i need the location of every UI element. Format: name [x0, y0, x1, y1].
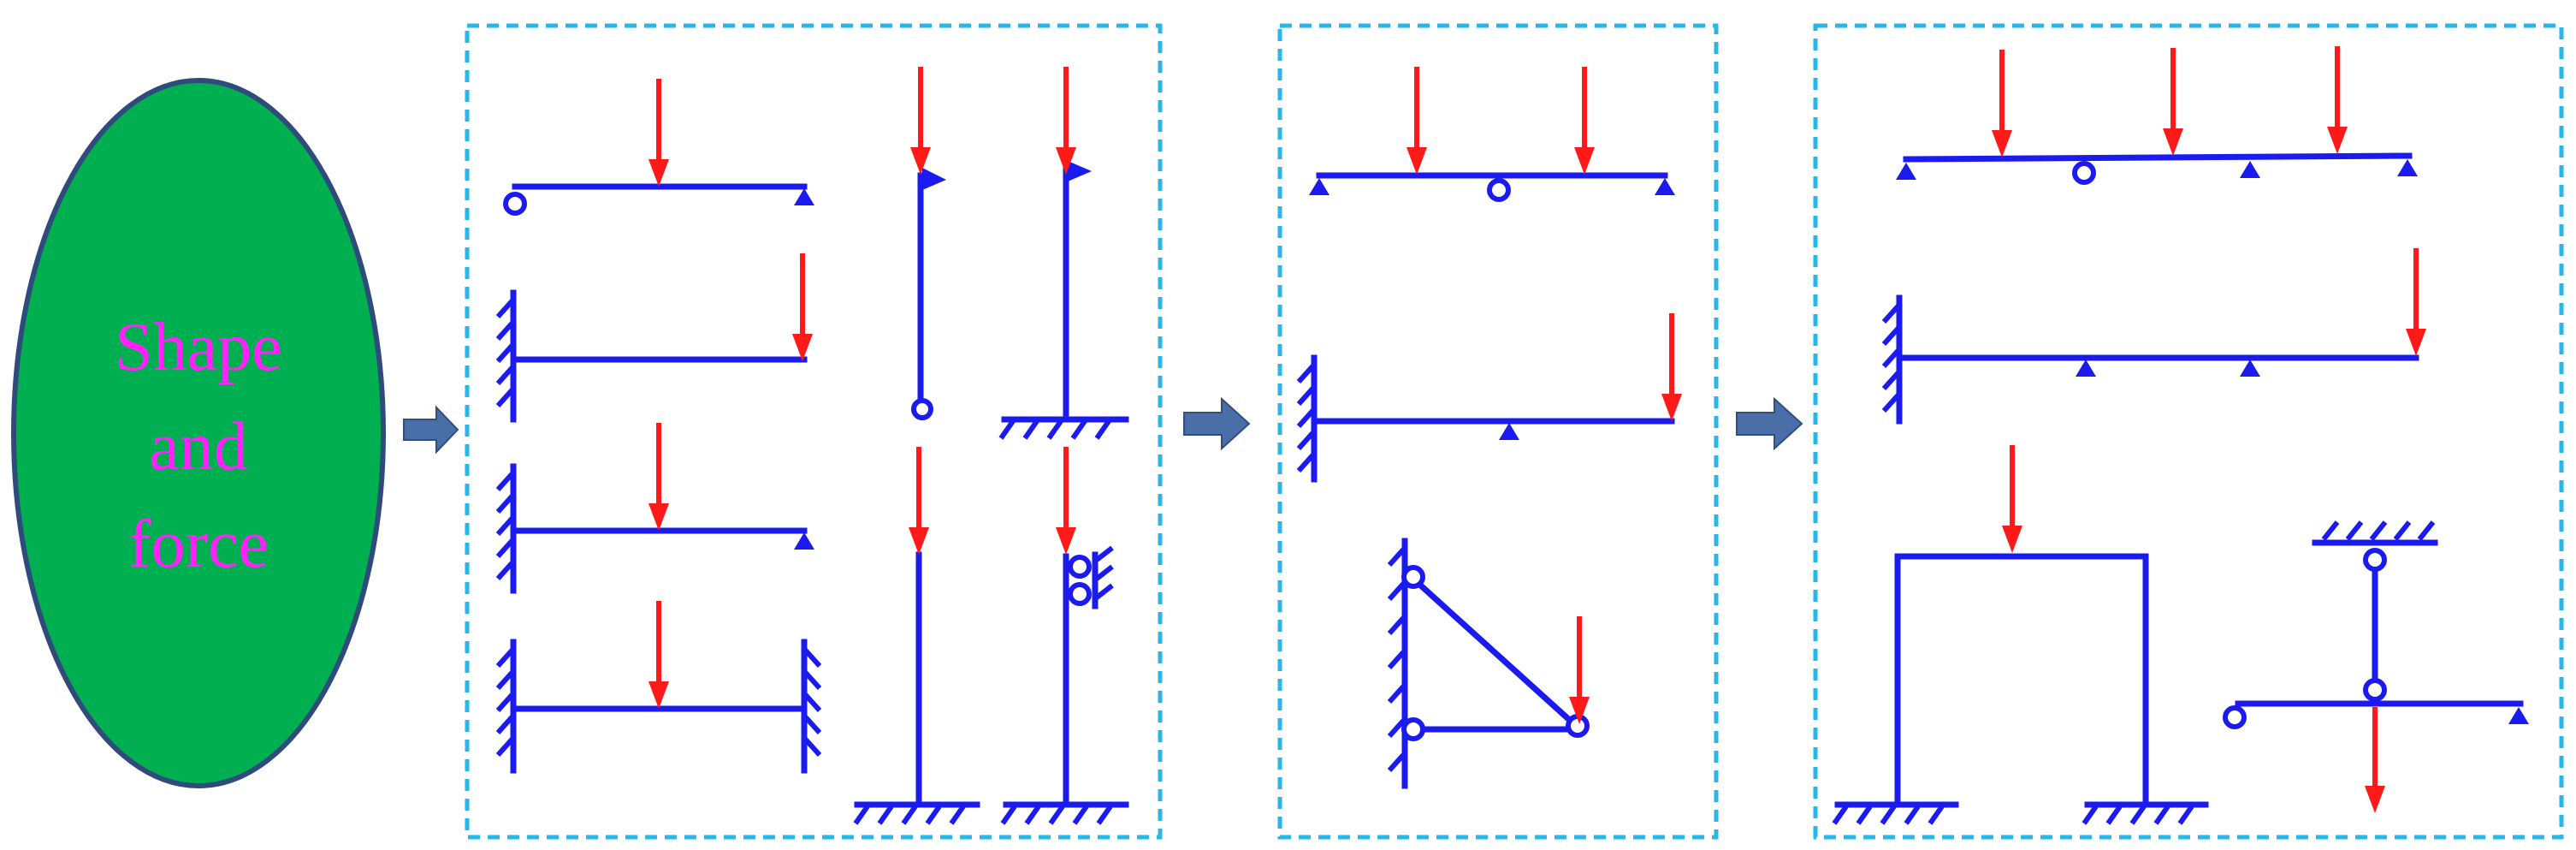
two-span-continuous-beam	[1309, 67, 1675, 202]
column-fixed-base	[853, 447, 980, 825]
portal-frame	[1832, 445, 2209, 825]
flow-arrow-3	[1736, 396, 1803, 451]
hanging-beam-structure	[2223, 520, 2529, 813]
triangular-truss	[1387, 538, 1590, 789]
shape-and-force-ellipse: Shape and force	[11, 78, 386, 788]
panel-single-member	[465, 23, 1163, 840]
propped-cantilever	[495, 423, 814, 594]
flow-arrow-2	[1183, 396, 1251, 451]
multi-span-continuous-beam	[1896, 46, 2418, 185]
simply-supported-beam	[503, 79, 814, 216]
flow-arrow-1	[403, 405, 459, 455]
column-guided-top	[1000, 447, 1129, 825]
column-fixed-base-pin-top	[998, 67, 1129, 440]
label-line-1: Shape	[115, 310, 282, 385]
panel-two-member	[1277, 23, 1719, 840]
fixed-fixed-beam	[495, 601, 822, 774]
panel-complex	[1813, 23, 2564, 840]
label-line-2: and	[149, 409, 248, 484]
cantilever-beam	[495, 253, 813, 423]
column-pin-top	[910, 67, 946, 420]
cantilever-with-two-supports	[1881, 248, 2426, 425]
cantilever-with-support	[1296, 313, 1682, 483]
label-line-3: force	[128, 507, 269, 582]
